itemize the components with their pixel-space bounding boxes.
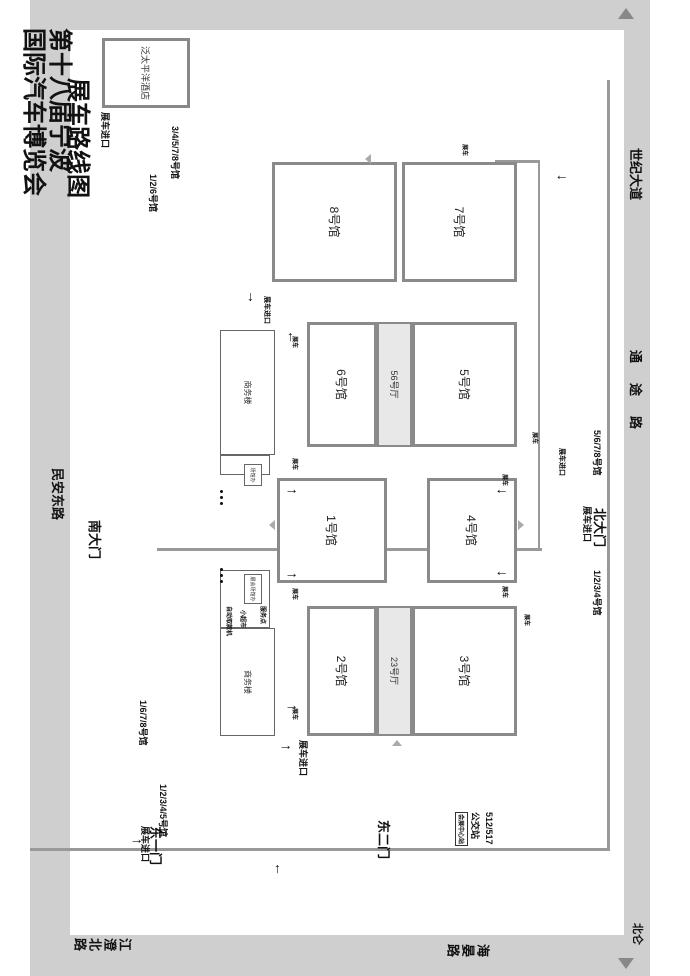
road-jiangcheng-label: 江澄北路 bbox=[72, 936, 132, 951]
east-gate-2[interactable]: 东二门 bbox=[376, 820, 391, 860]
pan-pacific-hotel[interactable]: 泛太平洋酒店 bbox=[102, 38, 190, 108]
route-se-down: 1/2/3/4/5号馆 bbox=[158, 784, 168, 838]
direction-beilun: 北仑 bbox=[631, 923, 643, 945]
title-line-3: 展车路线图 bbox=[64, 78, 92, 198]
route-n-left: 5/6/7/8号馆 bbox=[592, 430, 602, 476]
route-se-side: 1/6/7/8号馆 bbox=[138, 700, 148, 746]
hall-6[interactable]: 6号馆 bbox=[307, 322, 377, 447]
route-nw-side: 1/2/6号馆 bbox=[148, 174, 158, 213]
road-shiji-label: 世纪大道 bbox=[628, 148, 643, 201]
route-nw-up: 3/4/5/7/8号馆 bbox=[170, 126, 180, 180]
bus-station-name[interactable]: 会展中心站 bbox=[455, 812, 468, 847]
road-shiji bbox=[624, 0, 650, 976]
route-n-right: 1/2/3/4号馆 bbox=[592, 570, 602, 616]
wall-east-road bbox=[30, 848, 610, 851]
hall-2[interactable]: 2号馆 bbox=[307, 606, 377, 736]
road-tongtu-label: 通途路 bbox=[628, 350, 643, 450]
gate-marker-icon bbox=[518, 520, 524, 530]
marker-dot bbox=[220, 574, 223, 577]
route-arrow-icon: ↑ bbox=[285, 572, 301, 579]
road-minan-label: 民安东路 bbox=[50, 468, 65, 521]
marker-dot bbox=[220, 490, 223, 493]
marker-dot bbox=[220, 580, 223, 583]
route-arrow-icon: ↓ bbox=[495, 488, 511, 495]
route-arrow-icon: ↑ bbox=[285, 704, 301, 711]
south-entry: 展车进口 bbox=[298, 740, 308, 777]
route-arrow-icon: ↓ bbox=[555, 174, 571, 181]
route-arrow-icon: ← bbox=[272, 862, 288, 876]
gate-marker-icon bbox=[365, 154, 371, 164]
car-label: 展车 bbox=[291, 458, 297, 471]
hall-7[interactable]: 7号馆 bbox=[402, 162, 517, 282]
title-line-2: 国际汽车博览会 bbox=[20, 28, 48, 196]
info-label: 服务点 bbox=[259, 606, 265, 625]
road-top-strip bbox=[30, 0, 650, 30]
gate-marker-icon bbox=[269, 520, 275, 530]
office-building-north[interactable]: 商务楼 bbox=[220, 330, 275, 455]
hall-5[interactable]: 5号馆 bbox=[412, 322, 517, 447]
route-arrow-icon: ↓ bbox=[495, 570, 511, 577]
atm-label: 自动取款机 bbox=[225, 606, 231, 637]
office-building-south[interactable]: 商务楼 bbox=[220, 628, 275, 736]
car-label: 展车 bbox=[523, 614, 529, 627]
car-label: 展车 bbox=[291, 588, 297, 601]
north-entry: 展车进口 bbox=[582, 506, 592, 543]
car-label: 展车 bbox=[461, 144, 467, 157]
arrow-left-icon bbox=[618, 8, 634, 19]
nw-entry: 展车进口 bbox=[100, 112, 110, 149]
arrow-right-icon bbox=[618, 958, 634, 969]
bus-routes: 512/517 bbox=[484, 812, 494, 845]
gate-marker-icon bbox=[392, 740, 402, 746]
venue-office-2[interactable]: 展会场馆办 bbox=[244, 574, 262, 604]
route-arrow-icon: ← bbox=[285, 330, 301, 344]
hall-3[interactable]: 3号馆 bbox=[412, 606, 517, 736]
car-label: 展车 bbox=[501, 474, 507, 487]
south-gate[interactable]: 南大门 bbox=[87, 520, 102, 560]
hall8-entry: 展车进口 bbox=[263, 296, 270, 324]
hall-8[interactable]: 8号馆 bbox=[272, 162, 397, 282]
route-arrow-icon: ↑ bbox=[285, 488, 301, 495]
marker-dot bbox=[220, 496, 223, 499]
hall4-entry: 展车进口 bbox=[558, 448, 565, 476]
wall-north-road bbox=[607, 80, 610, 848]
supermarket-label: 小超市 bbox=[239, 610, 245, 629]
marker-dot bbox=[220, 568, 223, 571]
wall-inner-north bbox=[538, 160, 540, 548]
bus-stop-label: 公交站 bbox=[470, 812, 480, 840]
car-label: 展车 bbox=[531, 432, 537, 445]
route-arrow-icon: → bbox=[245, 290, 261, 304]
hall-56[interactable]: 56号厅 bbox=[377, 322, 412, 447]
route-arrow-icon: ↑ bbox=[130, 838, 146, 845]
route-arrow-icon: ↑ bbox=[279, 744, 295, 751]
marker-dot bbox=[220, 502, 223, 505]
venue-office-1[interactable]: 场馆办 bbox=[244, 464, 262, 486]
road-haiyan-label: 海晏路 bbox=[445, 942, 490, 957]
car-label: 展车 bbox=[501, 586, 507, 599]
hall-23[interactable]: 23号厅 bbox=[377, 606, 412, 736]
